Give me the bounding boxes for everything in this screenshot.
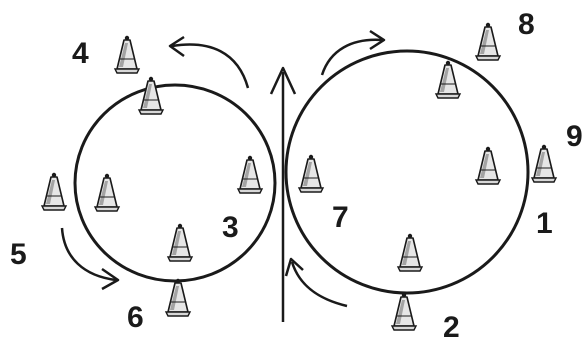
label-5: 5 bbox=[10, 238, 27, 271]
cone-icon bbox=[168, 224, 192, 261]
cone-icon bbox=[238, 156, 262, 193]
curved-arrow-top-right bbox=[322, 31, 384, 75]
cone-icon bbox=[476, 147, 500, 184]
cone-icon bbox=[436, 61, 460, 98]
label-6: 6 bbox=[127, 301, 144, 334]
label-8: 8 bbox=[518, 8, 535, 41]
cone-icon bbox=[166, 279, 190, 316]
cone-icon bbox=[299, 155, 323, 192]
cone-icon bbox=[476, 23, 500, 60]
label-1: 1 bbox=[536, 207, 553, 240]
curved-arrow-top-left bbox=[170, 37, 248, 88]
cone-icon bbox=[398, 234, 422, 271]
cone-icon bbox=[392, 293, 416, 330]
label-2: 2 bbox=[443, 311, 460, 338]
label-3: 3 bbox=[222, 211, 239, 244]
cone-icon bbox=[532, 145, 556, 182]
curved-arrow-bottom-right bbox=[286, 259, 347, 306]
label-9: 9 bbox=[566, 120, 583, 153]
cone-icon bbox=[42, 173, 66, 210]
label-7: 7 bbox=[332, 201, 349, 234]
cone-icon bbox=[95, 174, 119, 211]
label-4: 4 bbox=[72, 37, 89, 70]
cone-icon bbox=[139, 77, 163, 114]
cone-icon bbox=[115, 36, 139, 73]
